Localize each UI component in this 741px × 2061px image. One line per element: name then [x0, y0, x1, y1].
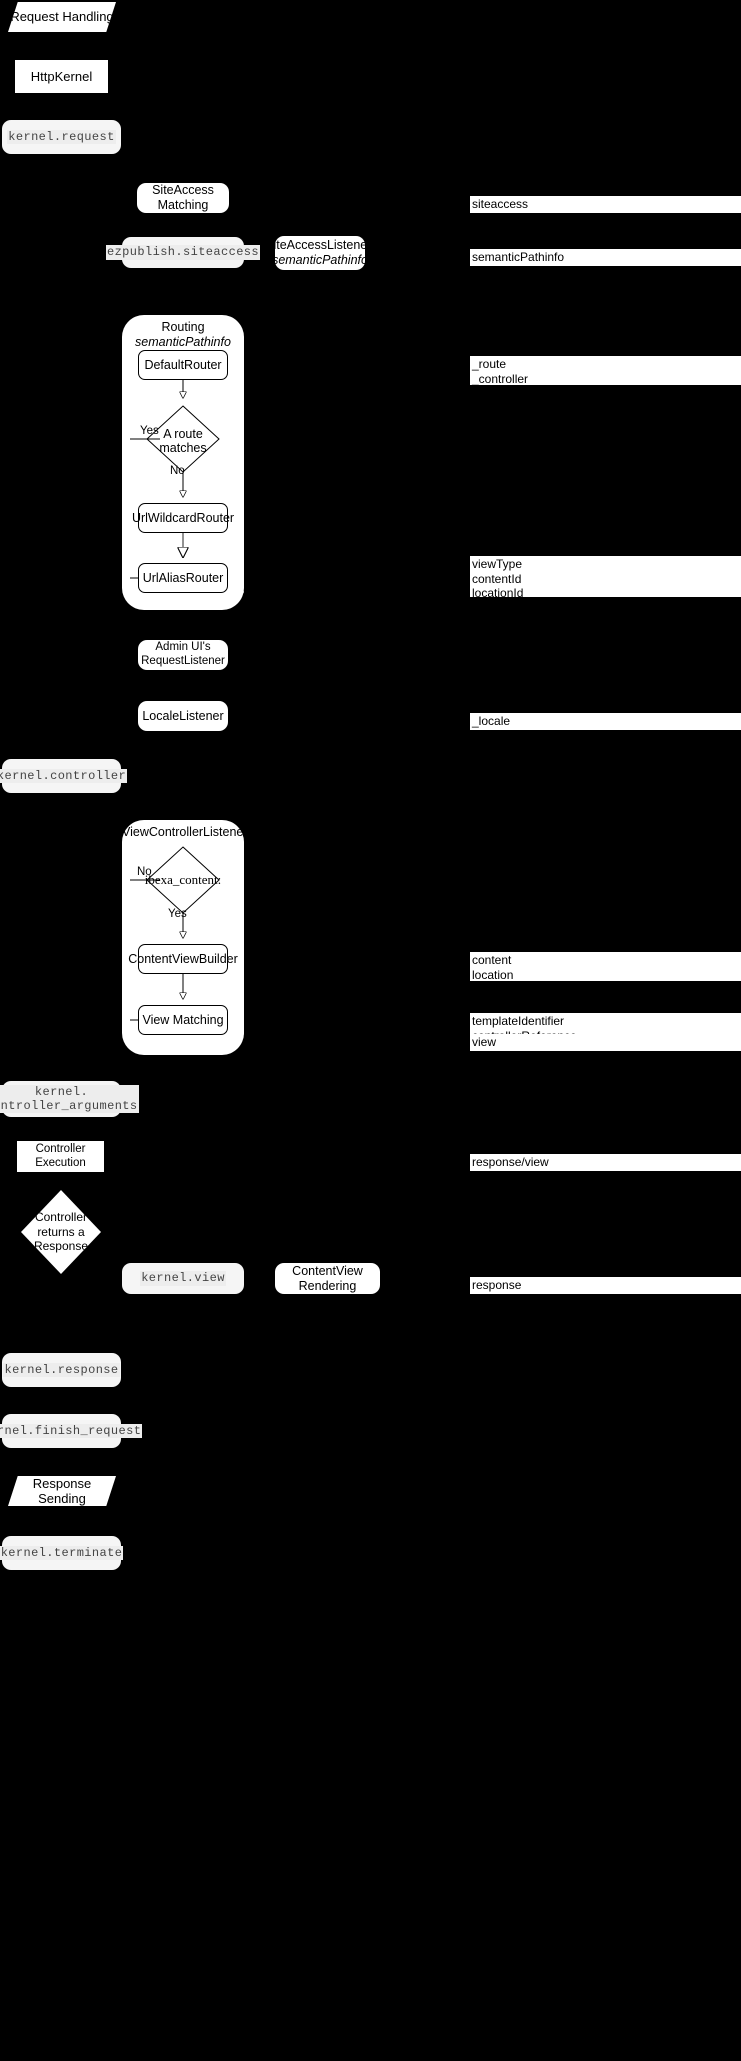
attr-response: response: [470, 1277, 741, 1294]
phase-response-sending: Response Sending: [8, 1476, 116, 1506]
decision-controller-returns-response: Controller returns a Response: [21, 1190, 101, 1274]
node-label: SiteAccess Matching: [152, 183, 214, 212]
node-label: LocaleListener: [142, 708, 224, 723]
node-label: DefaultRouter: [144, 358, 222, 372]
attr-locale: _locale: [470, 713, 741, 730]
event-label: ezpublish.siteaccess: [105, 245, 261, 260]
node-label-line2: RequestListener: [141, 655, 225, 667]
node-label: ContentViewBuilder: [128, 952, 238, 966]
attr-view: view: [470, 1034, 741, 1051]
decision-ibexa-no-label: No: [137, 866, 152, 878]
node-label-line2: semanticPathinfo: [272, 253, 368, 267]
event-label: kernel. controller_arguments: [0, 1084, 139, 1114]
attr-siteaccess: siteaccess: [470, 196, 741, 213]
node-siteaccess-matching: SiteAccess Matching: [137, 183, 229, 213]
decision-line2: matches: [159, 440, 207, 455]
node-label: Controller Execution: [35, 1142, 86, 1169]
node-label: View Matching: [142, 1013, 224, 1027]
node-label: HttpKernel: [30, 68, 93, 84]
node-locale-listener: LocaleListener: [138, 701, 228, 731]
event-label: kernel.view: [140, 1271, 226, 1286]
event-ezpublish-siteaccess: ezpublish.siteaccess: [105, 237, 261, 268]
decision-route-yes-label: Yes: [140, 425, 159, 437]
attr-content-location: content location: [470, 952, 741, 982]
phase-request-handling: Request Handling: [8, 2, 116, 32]
event-kernel-response: kernel.response: [2, 1353, 121, 1387]
attr-semantic-pathinfo: semanticPathinfo: [470, 249, 741, 266]
decision-line1: A route: [163, 427, 203, 441]
node-url-alias-router: UrlAliasRouter: [138, 563, 228, 593]
node-siteaccess-listener: SiteAccessListener: semanticPathinfo: [265, 236, 375, 270]
attr-response-view: response/view: [470, 1154, 741, 1171]
decision-ibexa-content-text: ibexa_content:: [144, 872, 222, 887]
attr-route-controller: _route _controller: [470, 356, 741, 386]
event-label: kernel.finish_request: [0, 1423, 143, 1439]
event-label: kernel.terminate: [0, 1545, 124, 1561]
node-label-line1: Admin UI's: [155, 641, 211, 654]
event-kernel-request: kernel.request: [2, 120, 121, 154]
group-title-italic: semanticPathinfo: [135, 334, 231, 349]
node-controller-execution: Controller Execution: [17, 1141, 104, 1172]
decision-text: Controller returns a Response: [33, 1210, 89, 1254]
group-title-prefix: Routing: [161, 320, 205, 334]
node-default-router: DefaultRouter: [138, 350, 228, 380]
group-title: ViewControllerListener: [122, 825, 248, 839]
node-admin-ui-request-listener: Admin UI's RequestListener: [138, 640, 228, 670]
node-url-wildcard-router: UrlWildcardRouter: [132, 503, 234, 533]
attr-viewtype-contentid-locationid: viewType contentId locationId: [470, 556, 741, 600]
event-kernel-finish-request: kernel.finish_request: [0, 1414, 143, 1448]
decision-route-no-label: No: [170, 465, 185, 477]
node-view-matching: View Matching: [138, 1005, 228, 1035]
node-content-view-builder: ContentViewBuilder: [128, 944, 238, 974]
decision-ibexa-yes-label: Yes: [168, 908, 187, 920]
event-kernel-terminate: kernel.terminate: [0, 1536, 124, 1570]
node-http-kernel: HttpKernel: [15, 60, 108, 93]
event-kernel-controller: kernel.controller: [0, 759, 128, 793]
event-label: kernel.controller: [0, 768, 128, 784]
event-label: kernel.response: [3, 1362, 120, 1378]
event-label: kernel.request: [7, 129, 116, 145]
node-label: UrlWildcardRouter: [131, 511, 235, 525]
node-label-line1: SiteAccessListener:: [265, 238, 375, 253]
decision-route-matches-text: A route matches: [148, 427, 218, 456]
node-label: ContentView Rendering: [292, 1263, 363, 1293]
node-label: UrlAliasRouter: [142, 571, 224, 585]
phase-label: Request Handling: [10, 9, 114, 25]
event-kernel-controller-arguments: kernel. controller_arguments: [0, 1081, 139, 1117]
phase-label: Response Sending: [32, 1475, 92, 1506]
node-contentview-rendering: ContentView Rendering: [275, 1263, 380, 1294]
event-kernel-view: kernel.view: [122, 1263, 244, 1294]
